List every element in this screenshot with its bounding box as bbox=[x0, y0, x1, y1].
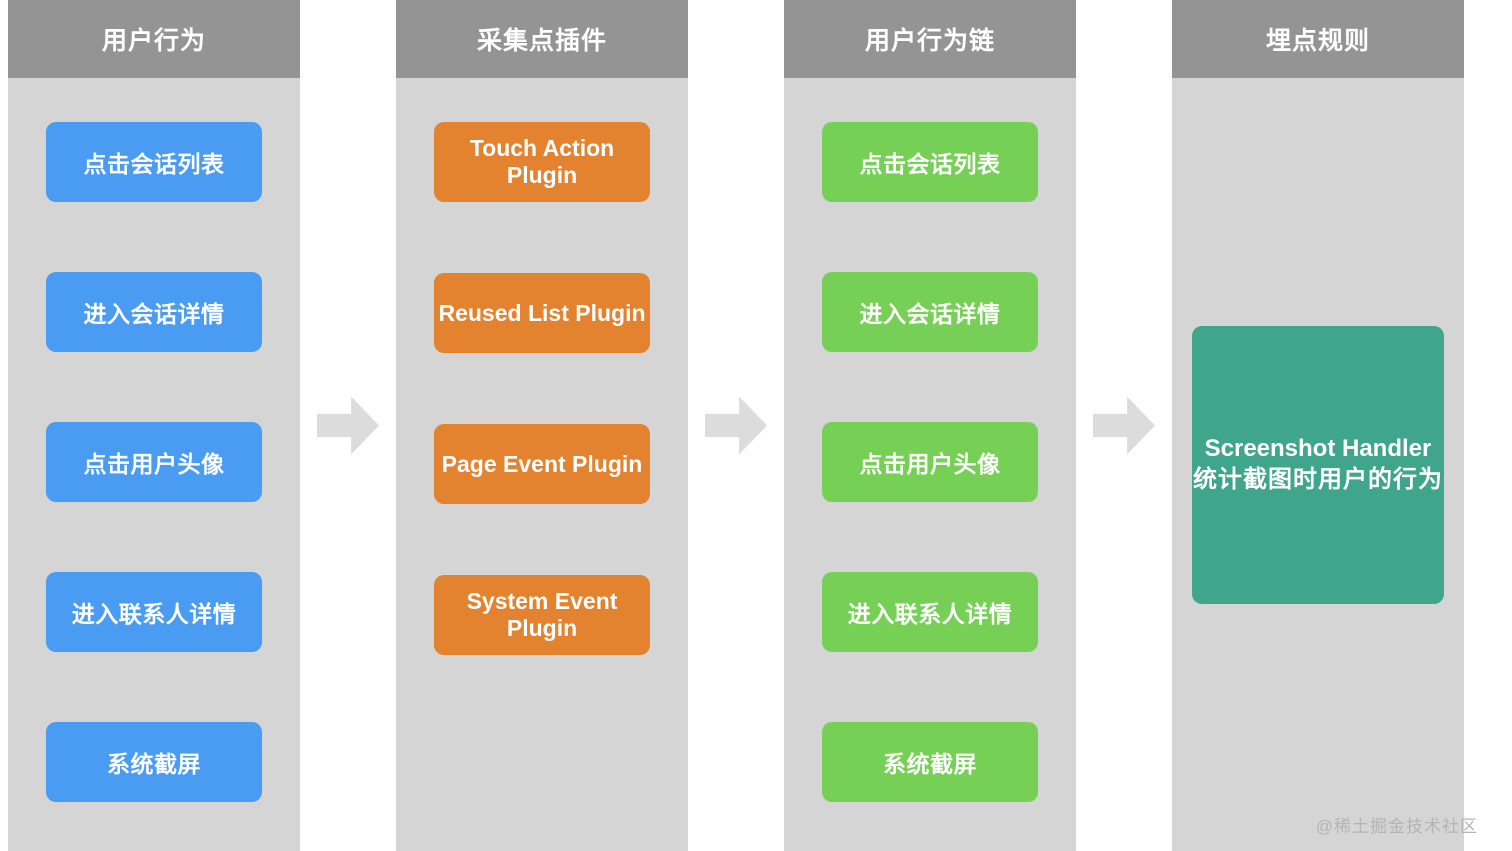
arrow-gap-2 bbox=[688, 0, 784, 851]
column-header-collection-point-plugin: 采集点插件 bbox=[396, 0, 688, 78]
card-behavior-chain-4[interactable]: 进入联系人详情 bbox=[822, 572, 1038, 652]
card-behavior-chain-3[interactable]: 点击用户头像 bbox=[822, 422, 1038, 502]
card-behavior-chain-2[interactable]: 进入会话详情 bbox=[822, 272, 1038, 352]
column-header-user-behavior-chain: 用户行为链 bbox=[784, 0, 1076, 78]
column-header-user-behavior: 用户行为 bbox=[8, 0, 300, 78]
card-plugin-4[interactable]: System Event Plugin bbox=[434, 575, 650, 655]
column-header-tracking-rule: 埋点规则 bbox=[1172, 0, 1464, 78]
card-behavior-chain-1[interactable]: 点击会话列表 bbox=[822, 122, 1038, 202]
arrow-gap-1 bbox=[300, 0, 396, 851]
card-user-behavior-1[interactable]: 点击会话列表 bbox=[46, 122, 262, 202]
card-user-behavior-2[interactable]: 进入会话详情 bbox=[46, 272, 262, 352]
column-user-behavior-chain: 用户行为链 点击会话列表 进入会话详情 点击用户头像 进入联系人详情 系统截屏 bbox=[784, 0, 1076, 851]
column-tracking-rule: 埋点规则 Screenshot Handler 统计截图时用户的行为 bbox=[1172, 0, 1464, 851]
card-user-behavior-4[interactable]: 进入联系人详情 bbox=[46, 572, 262, 652]
column-body-user-behavior: 点击会话列表 进入会话详情 点击用户头像 进入联系人详情 系统截屏 bbox=[8, 78, 300, 851]
arrow-right-icon-2 bbox=[705, 396, 767, 455]
column-body-collection-point-plugin: Touch Action Plugin Reused List Plugin P… bbox=[396, 78, 688, 851]
card-user-behavior-5[interactable]: 系统截屏 bbox=[46, 722, 262, 802]
column-collection-point-plugin: 采集点插件 Touch Action Plugin Reused List Pl… bbox=[396, 0, 688, 851]
card-screenshot-handler-subtitle: 统计截图时用户的行为 bbox=[1193, 465, 1443, 493]
watermark-text: @稀土掘金技术社区 bbox=[1315, 817, 1478, 836]
column-body-user-behavior-chain: 点击会话列表 进入会话详情 点击用户头像 进入联系人详情 系统截屏 bbox=[784, 78, 1076, 851]
card-stack-user-behavior: 点击会话列表 进入会话详情 点击用户头像 进入联系人详情 系统截屏 bbox=[46, 122, 262, 809]
column-user-behavior: 用户行为 点击会话列表 进入会话详情 点击用户头像 进入联系人详情 系统截屏 bbox=[8, 0, 300, 851]
arrow-gap-3 bbox=[1076, 0, 1172, 851]
card-plugin-3[interactable]: Page Event Plugin bbox=[434, 424, 650, 504]
card-screenshot-handler-title: Screenshot Handler bbox=[1204, 434, 1432, 462]
card-user-behavior-3[interactable]: 点击用户头像 bbox=[46, 422, 262, 502]
card-stack-user-behavior-chain: 点击会话列表 进入会话详情 点击用户头像 进入联系人详情 系统截屏 bbox=[822, 122, 1038, 809]
card-plugin-1[interactable]: Touch Action Plugin bbox=[434, 122, 650, 202]
card-plugin-2[interactable]: Reused List Plugin bbox=[434, 273, 650, 353]
card-behavior-chain-5[interactable]: 系统截屏 bbox=[822, 722, 1038, 802]
column-body-tracking-rule: Screenshot Handler 统计截图时用户的行为 bbox=[1172, 78, 1464, 851]
arrow-right-icon-3 bbox=[1093, 396, 1155, 455]
arrow-right-icon-1 bbox=[317, 396, 379, 455]
card-stack-collection-point-plugin: Touch Action Plugin Reused List Plugin P… bbox=[434, 122, 650, 809]
card-screenshot-handler[interactable]: Screenshot Handler 统计截图时用户的行为 bbox=[1192, 325, 1444, 604]
